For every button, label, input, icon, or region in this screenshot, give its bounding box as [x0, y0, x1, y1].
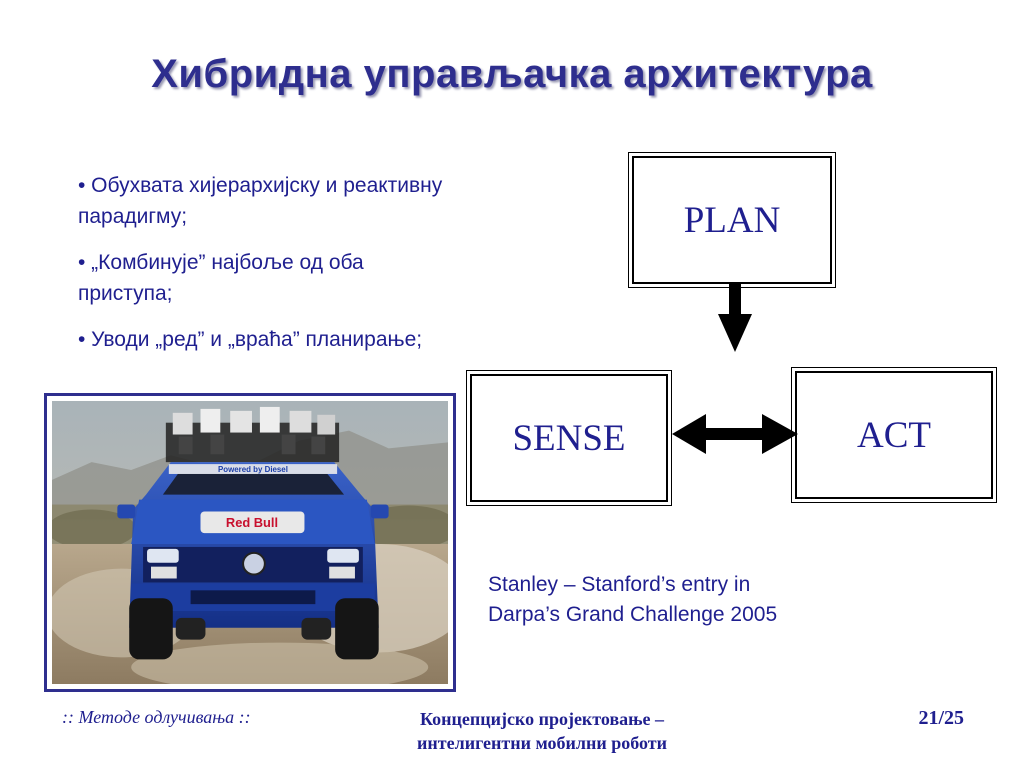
photo-caption: Stanley – Stanford’s entry in Darpa’s Gr… [488, 570, 888, 630]
sense-act-double-arrow [672, 414, 798, 454]
robot-car-photo: Powered by Diesel Red Bull [44, 393, 456, 692]
footer-course-line-1: Концепцијско пројектовање – [419, 709, 665, 729]
sense-box: SENSE [466, 370, 672, 506]
caption-line-2: Darpa’s Grand Challenge 2005 [488, 603, 778, 626]
caption-line-1: Stanley – Stanford’s entry in [488, 573, 751, 596]
bullet-item: • Обухвата хијерархијску и реактивну пар… [78, 174, 443, 228]
footer-course-line-2: интелигентни мобилни роботи [417, 733, 667, 753]
bullet-item: • Уводи „ред” и „враћа” планирање; [78, 328, 423, 351]
plan-box: PLAN [628, 152, 836, 288]
footer-course-title: Концепцијско пројектовање – интелигентни… [342, 707, 742, 755]
photo-banner-text: Powered by Diesel [218, 465, 288, 474]
bullet-item: • „Комбинује” најбоље од оба приступа; [78, 251, 364, 305]
plan-to-act-arrow [718, 283, 752, 352]
plan-label: PLAN [683, 199, 781, 241]
sense-label: SENSE [512, 417, 626, 459]
footer-section-title: :: Методе одлучивања :: [62, 707, 251, 727]
page-number: 21/25 [918, 707, 964, 729]
photo-logo-text: Red Bull [226, 515, 278, 530]
robot-car-image: Powered by Diesel Red Bull [52, 401, 448, 684]
slide-title: Хибридна управљачка архитектура [151, 52, 873, 96]
act-box: ACT [791, 367, 997, 503]
act-label: ACT [857, 414, 931, 456]
bullet-list: • Обухвата хијерархијску и реактивну пар… [78, 170, 458, 370]
